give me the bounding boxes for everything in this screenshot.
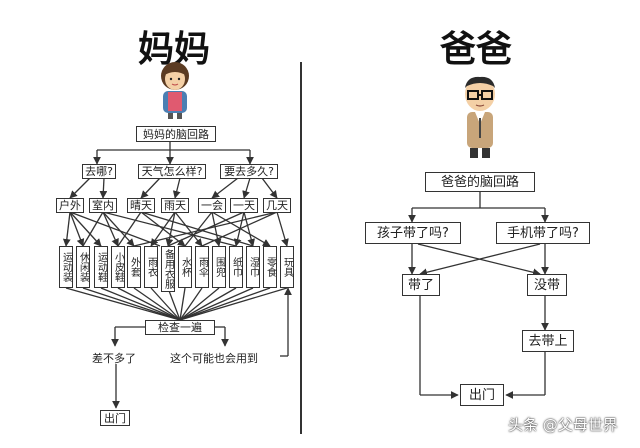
panel-divider	[300, 62, 302, 434]
mom-item: 雨衣	[144, 246, 158, 288]
dad-go-get-node: 去带上	[522, 330, 574, 352]
mom-root-node: 妈妈的脑回路	[136, 126, 216, 142]
mom-item: 湿巾	[246, 246, 260, 288]
mom-item: 休闲装	[76, 246, 90, 288]
mom-question-weather: 天气怎么样?	[138, 164, 206, 179]
mom-option-days: 几天	[263, 198, 291, 213]
dad-question-child: 孩子带了吗?	[365, 222, 461, 244]
mom-item: 雨伞	[195, 246, 209, 288]
mom-item: 围兜	[212, 246, 226, 288]
mom-item: 水杯	[178, 246, 192, 288]
dad-root-node: 爸爸的脑回路	[425, 172, 535, 192]
dad-no-node: 没带	[527, 274, 567, 296]
mom-item: 外套	[127, 246, 141, 288]
mom-option-rainy: 雨天	[161, 198, 189, 213]
mom-item: 零食	[263, 246, 277, 288]
mom-item: 运动装	[59, 246, 73, 288]
mom-question-where: 去哪?	[82, 164, 116, 179]
mom-option-sunny: 晴天	[127, 198, 155, 213]
mom-exit-node: 出门	[100, 410, 130, 426]
mom-option-outdoor: 户外	[56, 198, 84, 213]
dad-yes-node: 带了	[402, 274, 440, 296]
mom-option-indoor: 室内	[89, 198, 117, 213]
mom-option-day: 一天	[230, 198, 258, 213]
dad-title: 爸爸	[440, 29, 513, 70]
mom-item: 玩具	[280, 246, 294, 288]
mom-option-short: 一会	[198, 198, 226, 213]
mom-avatar	[161, 62, 189, 119]
dad-avatar	[465, 76, 495, 158]
mom-item: 小皮鞋	[111, 246, 125, 288]
mom-check-node: 检查一遍	[145, 320, 215, 335]
mom-item: 纸巾	[229, 246, 243, 288]
watermark: 头条 @父母世界	[508, 416, 618, 434]
dad-question-phone: 手机带了吗?	[496, 222, 590, 244]
mom-outcome-ok: 差不多了	[92, 352, 136, 365]
mom-item: 运动鞋	[94, 246, 108, 288]
mom-item: 备用衣服	[161, 246, 175, 292]
dad-exit-node: 出门	[460, 384, 504, 406]
mom-question-duration: 要去多久?	[220, 164, 278, 179]
mom-outcome-more: 这个可能也会用到	[170, 352, 258, 365]
